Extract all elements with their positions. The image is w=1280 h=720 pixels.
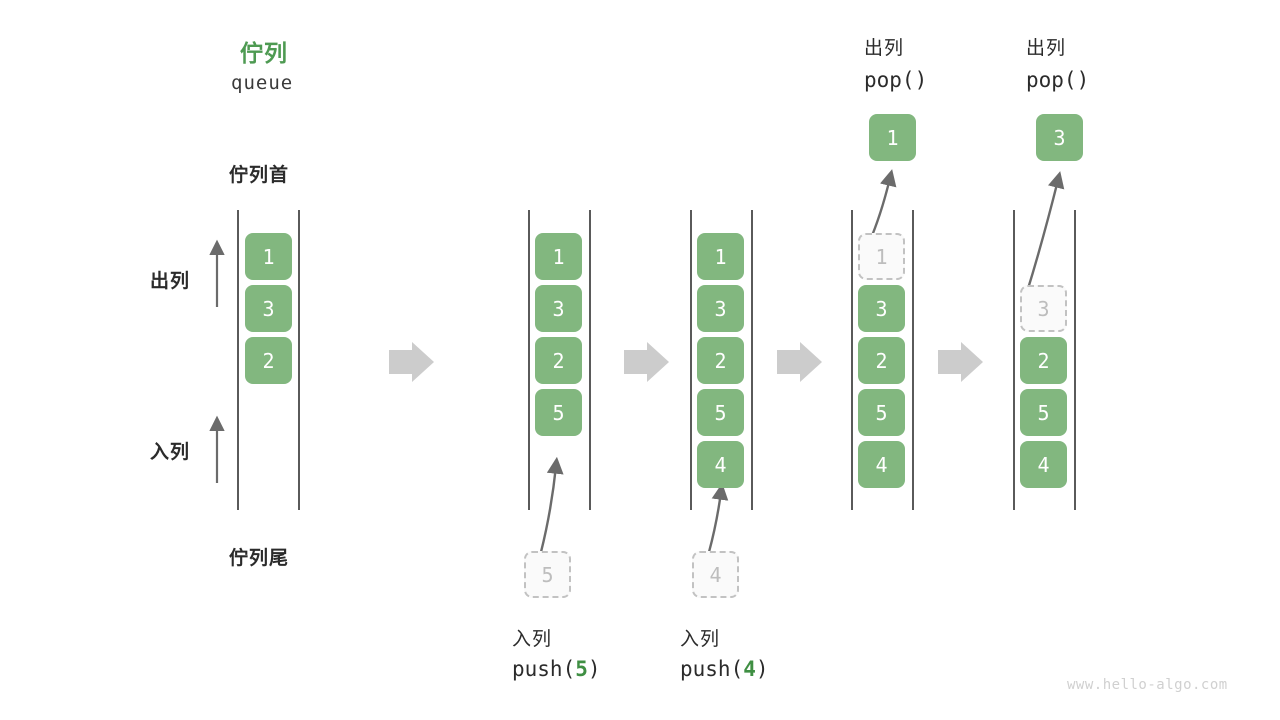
queue-cell: 3 — [535, 285, 582, 332]
push-code-value: 4 — [743, 657, 756, 681]
rail-right — [1074, 210, 1076, 510]
push-code-suffix: ) — [587, 657, 601, 681]
pop-label-cn: 出列 — [864, 38, 905, 59]
queue-cell: 5 — [1020, 389, 1067, 436]
queue-cell: 4 — [697, 441, 744, 488]
queue-cell: 5 — [535, 389, 582, 436]
queue-cell-ghost: 3 — [1020, 285, 1067, 332]
step-arrow-3 — [777, 342, 822, 382]
rail-right — [298, 210, 300, 510]
rail-left — [690, 210, 692, 510]
pop-label-cn: 出列 — [1026, 38, 1067, 59]
popped-cell: 1 — [869, 114, 916, 161]
push-label-code: push(5) — [512, 657, 601, 681]
queue-cell: 3 — [858, 285, 905, 332]
push-code-suffix: ) — [755, 657, 769, 681]
pop-label-code: pop() — [864, 68, 928, 92]
rail-right — [589, 210, 591, 510]
queue-cell: 4 — [858, 441, 905, 488]
queue-cell: 3 — [697, 285, 744, 332]
watermark: www.hello-algo.com — [1067, 677, 1228, 693]
push-code-prefix: push( — [680, 657, 744, 681]
queue-cell: 1 — [697, 233, 744, 280]
step-arrow-1 — [389, 342, 434, 382]
enqueue-label: 入列 — [150, 442, 191, 463]
queue-cell: 1 — [245, 233, 292, 280]
rail-right — [751, 210, 753, 510]
page-title-cn: 佇列 — [240, 40, 288, 66]
rail-left — [528, 210, 530, 510]
rail-left — [851, 210, 853, 510]
step-arrow-4 — [938, 342, 983, 382]
rail-right — [912, 210, 914, 510]
rail-left — [237, 210, 239, 510]
queue-cell: 4 — [1020, 441, 1067, 488]
pending-push-cell: 5 — [524, 551, 571, 598]
rail-left — [1013, 210, 1015, 510]
dequeue-label: 出列 — [150, 271, 191, 292]
push-code-value: 5 — [575, 657, 588, 681]
pending-push-cell: 4 — [692, 551, 739, 598]
queue-head-label: 佇列首 — [229, 165, 290, 186]
popped-cell: 3 — [1036, 114, 1083, 161]
step-arrow-2 — [624, 342, 669, 382]
push-code-prefix: push( — [512, 657, 576, 681]
queue-cell: 1 — [535, 233, 582, 280]
queue-cell: 5 — [697, 389, 744, 436]
push-label-cn: 入列 — [680, 629, 721, 650]
queue-tail-label: 佇列尾 — [229, 548, 290, 569]
queue-cell: 2 — [245, 337, 292, 384]
queue-cell: 5 — [858, 389, 905, 436]
queue-cell: 2 — [697, 337, 744, 384]
pop-arrow-3 — [1025, 171, 1065, 293]
push-arrow-4 — [707, 482, 729, 553]
queue-cell: 3 — [245, 285, 292, 332]
queue-cell-ghost: 1 — [858, 233, 905, 280]
push-arrow-5 — [539, 456, 564, 553]
page-title-en: queue — [231, 72, 294, 94]
pop-label-code: pop() — [1026, 68, 1090, 92]
push-label-cn: 入列 — [512, 629, 553, 650]
queue-cell: 2 — [535, 337, 582, 384]
queue-cell: 2 — [858, 337, 905, 384]
queue-cell: 2 — [1020, 337, 1067, 384]
push-label-code: push(4) — [680, 657, 769, 681]
